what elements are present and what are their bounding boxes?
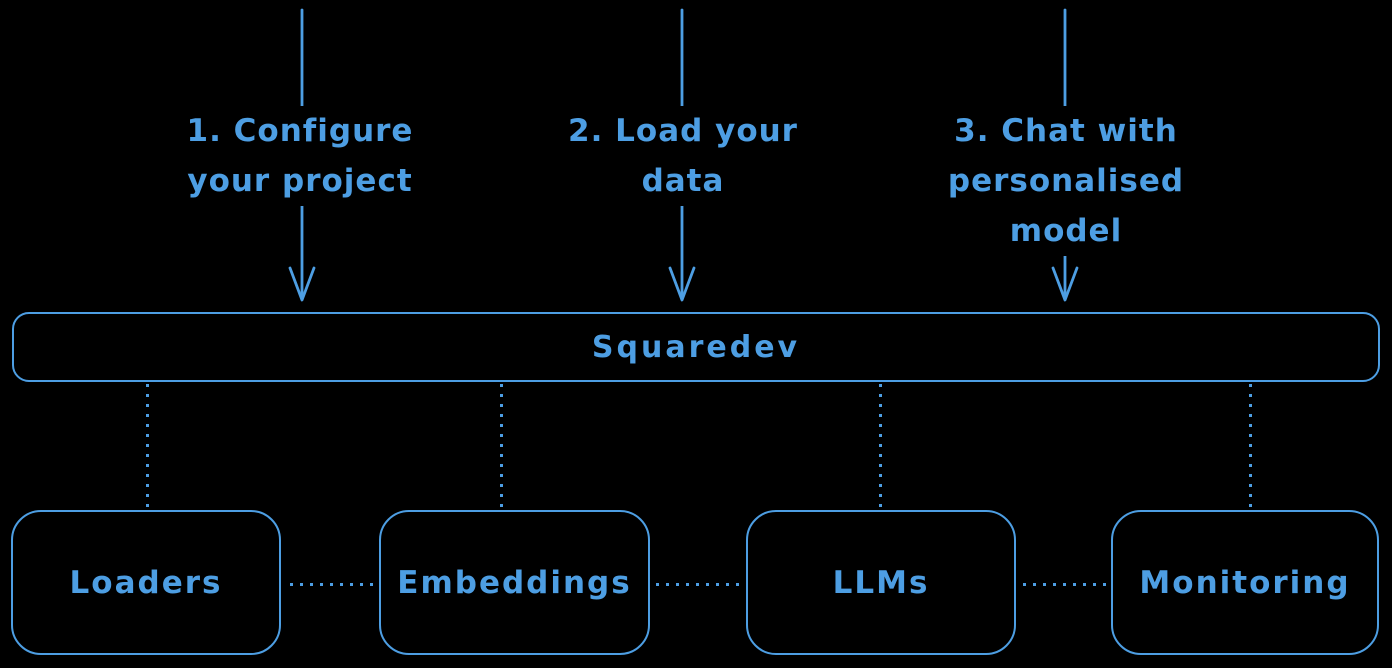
module-box-embeddings: Embeddings [379, 510, 650, 655]
platform-box-squaredev: Squaredev [12, 312, 1380, 382]
dotted-connector-loaders-embeddings [290, 583, 374, 586]
dotted-connector-llms-monitoring [1023, 583, 1107, 586]
module-label-monitoring: Monitoring [1139, 564, 1351, 601]
step-label-load-data: 2. Load your data [558, 106, 808, 206]
step-label-chat-model: 3. Chat with personalised model [886, 106, 1246, 256]
dotted-connector-vertical-embeddings [500, 384, 503, 508]
module-box-llms: LLMs [746, 510, 1016, 655]
dotted-connector-embeddings-llms [656, 583, 744, 586]
platform-label: Squaredev [591, 329, 801, 365]
module-label-loaders: Loaders [69, 564, 223, 601]
module-label-llms: LLMs [832, 564, 930, 601]
module-label-embeddings: Embeddings [397, 564, 632, 601]
step-label-configure-project: 1. Configure your project [140, 106, 460, 206]
dotted-connector-vertical-llms [879, 384, 882, 508]
module-box-monitoring: Monitoring [1111, 510, 1379, 655]
dotted-connector-vertical-loaders [146, 384, 149, 508]
module-box-loaders: Loaders [11, 510, 281, 655]
dotted-connector-vertical-monitoring [1249, 384, 1252, 508]
